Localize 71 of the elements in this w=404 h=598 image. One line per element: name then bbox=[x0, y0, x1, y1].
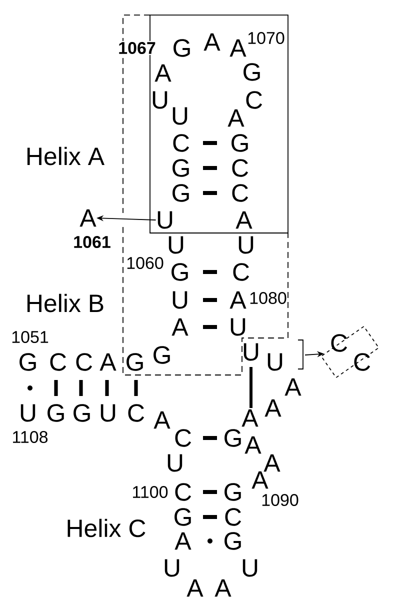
position-number: 1060 bbox=[127, 256, 164, 270]
nucleotide-letter: A bbox=[264, 454, 280, 472]
nucleotide-letter: C bbox=[232, 159, 248, 177]
nucleotide-letter: G bbox=[224, 532, 241, 550]
nucleotide-letter: G bbox=[224, 483, 241, 501]
nucleotide-letter: C bbox=[232, 184, 248, 202]
position-number: 1108 bbox=[13, 430, 48, 444]
nucleotide-letter: A bbox=[230, 291, 246, 309]
nucleotide-letter: C bbox=[175, 483, 192, 501]
nucleotide-letter: U bbox=[168, 454, 182, 472]
nucleotide-letter: G bbox=[244, 63, 260, 81]
nucleotide-letter: A bbox=[214, 579, 232, 597]
nucleotide-letter: U bbox=[100, 404, 116, 422]
nucleotide-letter: A bbox=[174, 532, 192, 550]
nucleotide-letter: U bbox=[172, 291, 188, 309]
nucleotide-letter: U bbox=[152, 91, 168, 109]
position-number: 1070 bbox=[248, 32, 284, 44]
nucleotide-letter: U bbox=[238, 236, 254, 254]
nucleotide-letter: C bbox=[173, 134, 190, 152]
nucleotide-letter: U bbox=[172, 107, 188, 125]
nucleotide-letter: A bbox=[284, 378, 302, 396]
nucleotide-letter: G bbox=[224, 429, 241, 447]
nucleotide-letter: U bbox=[244, 343, 258, 361]
nucleotide-letter: G bbox=[154, 346, 170, 364]
nucleotide-letter: G bbox=[172, 159, 189, 177]
helix-label: Helix C bbox=[68, 518, 146, 538]
nucleotide-letter: A bbox=[230, 39, 246, 57]
position-number: 1100 bbox=[133, 486, 168, 498]
nucleotide-letter: A bbox=[228, 109, 244, 127]
nucleotide-letter: A bbox=[100, 353, 116, 371]
nucleotide-letter: C bbox=[225, 508, 242, 526]
nucleotide-letter: U bbox=[20, 404, 36, 422]
position-number: 1051 bbox=[12, 330, 48, 344]
nucleotide-letter: A bbox=[154, 411, 170, 429]
nucleotide-letter: U bbox=[242, 559, 258, 577]
nucleotide-letter: C bbox=[175, 429, 192, 447]
nucleotide-letter: C bbox=[50, 353, 66, 371]
position-number: 1061 bbox=[74, 236, 110, 248]
helix-label: Helix B bbox=[27, 294, 104, 312]
nucleotide-letter: C bbox=[233, 263, 250, 281]
nucleotide-letter: G bbox=[232, 134, 248, 152]
nucleotide-letter: G bbox=[20, 353, 36, 371]
nucleotide-letter: A bbox=[252, 471, 268, 489]
nucleotide-letter: G bbox=[172, 184, 189, 202]
helix-label: Helix A bbox=[27, 146, 104, 166]
nucleotide-letter: G bbox=[126, 353, 143, 371]
nucleotide-letter: G bbox=[174, 39, 190, 57]
nucleotide-letter: C bbox=[246, 91, 262, 109]
position-number: 1090 bbox=[262, 494, 298, 506]
nucleotide-letter: A bbox=[154, 64, 172, 82]
position-number: 1080 bbox=[250, 292, 286, 304]
nucleotide-letter: A bbox=[204, 33, 220, 51]
nucleotide-letter: G bbox=[48, 404, 64, 422]
nucleotide-letter: G bbox=[174, 508, 191, 526]
nucleotide-letter: A bbox=[186, 579, 204, 597]
nucleotide-letter: A bbox=[264, 399, 282, 417]
nucleotide-letter: G bbox=[74, 404, 90, 422]
nucleotide-letter: U bbox=[268, 353, 282, 371]
position-number: 1067 bbox=[117, 41, 157, 56]
nucleotide-letter: A bbox=[242, 409, 258, 427]
nucleotide-letter: A bbox=[80, 209, 96, 227]
nucleotide-letter: C bbox=[128, 404, 144, 422]
nucleotide-letter: A bbox=[244, 436, 262, 454]
nucleotide-letter: U bbox=[230, 318, 246, 336]
nucleotide-letter: U bbox=[158, 211, 172, 229]
nucleotide-letter: U bbox=[164, 559, 180, 577]
nucleotide-letter: C bbox=[76, 353, 92, 371]
nucleotide-letter: U bbox=[168, 236, 184, 254]
nucleotide-letter: G bbox=[172, 263, 188, 281]
nucleotide-letter: A bbox=[172, 318, 188, 336]
nucleotide-letter: A bbox=[236, 211, 252, 229]
